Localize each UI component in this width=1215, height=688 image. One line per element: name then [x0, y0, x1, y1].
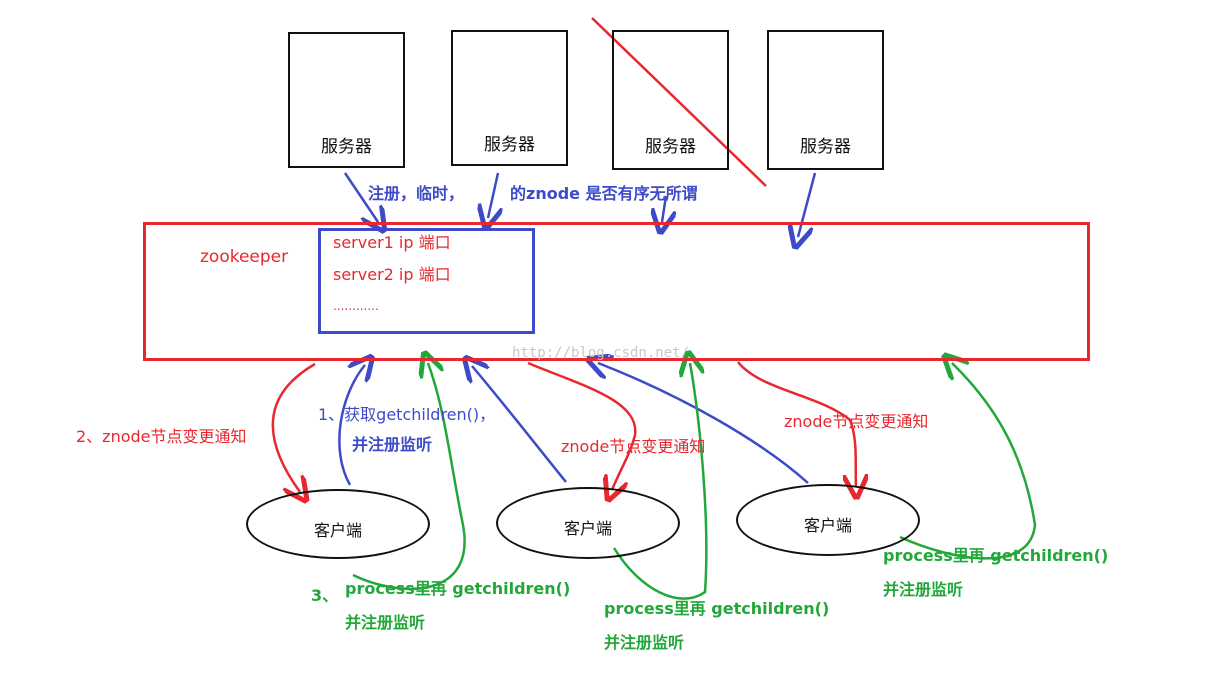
- client-node: 客户端: [246, 489, 430, 559]
- reregister-arrow-client3: [899, 363, 1037, 560]
- getchildren-arrow-client2: [472, 366, 567, 483]
- server-box: 服务器: [288, 32, 405, 168]
- server-label: 服务器: [800, 137, 851, 157]
- process-note-line1: process里再 getchildren(): [604, 599, 830, 618]
- register-arrow-3: [662, 195, 666, 222]
- register-arrow-2: [488, 172, 498, 218]
- notify-arrow-client2: [527, 361, 637, 490]
- server-list-box: [318, 228, 535, 334]
- server-entry-ellipsis: ............: [333, 299, 379, 313]
- client-node: 客户端: [736, 484, 920, 556]
- process-note-line2: 并注册监听: [883, 580, 964, 599]
- notify-label-client3: znode节点变更通知: [784, 412, 929, 431]
- server-box: 服务器: [451, 30, 568, 166]
- step2-label: 2、znode节点变更通知: [76, 427, 247, 446]
- server-label: 服务器: [321, 137, 372, 157]
- step3-prefix: 3、: [311, 586, 339, 605]
- getchildren-arrow-client1: [338, 365, 365, 486]
- server-label: 服务器: [484, 135, 535, 155]
- process-note-line1: process里再 getchildren(): [883, 546, 1109, 565]
- notify-arrow-client3: [737, 361, 856, 487]
- server-label: 服务器: [645, 137, 696, 157]
- step1-line2: 并注册监听: [352, 435, 433, 454]
- server-entry: server2 ip 端口: [333, 265, 451, 284]
- reregister-arrow-client2: [612, 363, 708, 600]
- zookeeper-title: zookeeper: [200, 247, 289, 267]
- register-arrow-1: [343, 172, 378, 222]
- reregister-arrow-client1: [352, 363, 466, 590]
- watermark: http://blog.csdn.net/: [512, 345, 690, 361]
- client-node: 客户端: [496, 487, 680, 559]
- register-arrow-4: [798, 172, 817, 237]
- process-note-line1: process里再 getchildren(): [345, 579, 571, 598]
- client-label: 客户端: [803, 516, 852, 535]
- register-note-part2: 的znode 是否有序无所谓: [510, 184, 698, 203]
- process-note-line2: 并注册监听: [604, 633, 685, 652]
- notify-arrow-client1: [271, 362, 316, 492]
- register-note-part1: 注册，临时，: [368, 184, 465, 203]
- server-box: 服务器: [767, 30, 884, 170]
- getchildren-arrow-client3: [598, 363, 809, 484]
- process-note-line2: 并注册监听: [345, 613, 426, 632]
- step1-line1: 1、获取getchildren()，: [318, 405, 496, 424]
- client-label: 客户端: [313, 521, 362, 540]
- client-label: 客户端: [563, 519, 612, 538]
- notify-label-client2: znode节点变更通知: [561, 437, 706, 456]
- zookeeper-box: [143, 222, 1090, 361]
- server-removed-strike: [591, 17, 767, 187]
- server-entry: server1 ip 端口: [333, 233, 451, 252]
- server-box: 服务器: [612, 30, 729, 170]
